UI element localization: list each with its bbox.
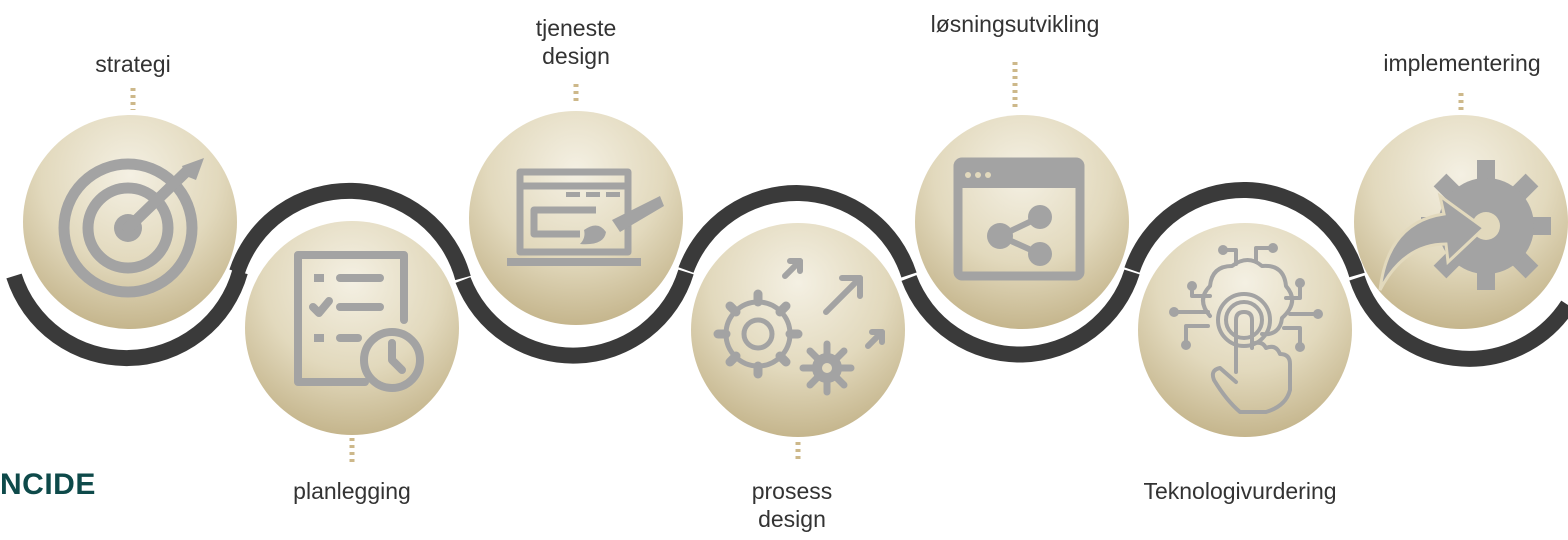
step-label-strategi: strategi — [95, 51, 171, 77]
step-circles — [23, 111, 1568, 437]
connector-arc-4 — [901, 269, 1140, 363]
connector-arc-2 — [455, 269, 694, 364]
circle-losning — [915, 115, 1129, 329]
checklist-clock-icon — [294, 251, 424, 392]
step-label-tjeneste-line2: design — [542, 43, 610, 69]
step-label-teknologivurdering: Teknologivurdering — [1143, 478, 1337, 504]
connector-arc-1 — [229, 182, 471, 281]
connector-arc-5 — [1124, 182, 1365, 278]
arrow-gear-icon — [1378, 160, 1551, 291]
target-arrow-icon — [58, 158, 204, 298]
step-label-implementering: implementering — [1383, 50, 1541, 76]
circle-teknologi — [1138, 223, 1352, 437]
circle-tjeneste — [469, 111, 683, 325]
step-label-losningsutvikling: løsningsutvikling — [930, 11, 1100, 37]
browser-share-icon — [953, 157, 1085, 281]
brain-hand-touch-icon — [1169, 243, 1323, 414]
connector-arc-3 — [678, 185, 917, 278]
laptop-paintbrush-icon — [507, 168, 664, 266]
step-label-tjeneste-design: tjeneste design — [536, 14, 617, 70]
step-label-tjeneste-line1: tjeneste — [535, 15, 617, 41]
brand-logo-text: NCIDE — [0, 468, 96, 501]
gears-arrows-icon — [713, 258, 885, 396]
step-label-planlegging: planlegging — [293, 478, 411, 504]
step-label-prosess-line2: design — [758, 506, 826, 532]
step-label-prosess-line1: prosess — [751, 478, 833, 504]
step-label-prosess-design: prosess design — [752, 477, 833, 533]
connector-arc-left-edge — [6, 269, 248, 367]
connector-ribbon — [6, 182, 1568, 367]
connector-arc-right-edge — [1349, 275, 1568, 367]
